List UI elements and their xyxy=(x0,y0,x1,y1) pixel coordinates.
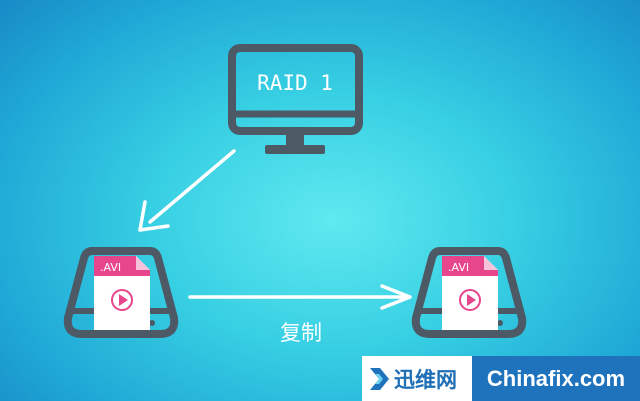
monitor-label: RAID 1 xyxy=(257,71,333,95)
chevron-right-icon xyxy=(370,367,389,390)
watermark-banner: 迅维网 Chinafix.com xyxy=(362,356,640,401)
watermark-brand-cn: 迅维网 xyxy=(394,367,457,392)
disk-left-file-tag: .AVI xyxy=(100,261,121,274)
watermark-brand-en: Chinafix.com xyxy=(486,365,626,391)
disk-right-file-icon xyxy=(442,256,498,330)
copy-label: 复制 xyxy=(280,321,322,345)
disk-right-file-tag: .AVI xyxy=(448,261,469,274)
copy-arrow xyxy=(188,284,412,310)
write-arrow xyxy=(138,149,236,232)
watermark-cn-block: 迅维网 xyxy=(362,356,472,401)
monitor-icon xyxy=(228,44,363,154)
watermark-en-block: Chinafix.com xyxy=(472,356,640,401)
disk-left-file-icon xyxy=(94,256,150,330)
